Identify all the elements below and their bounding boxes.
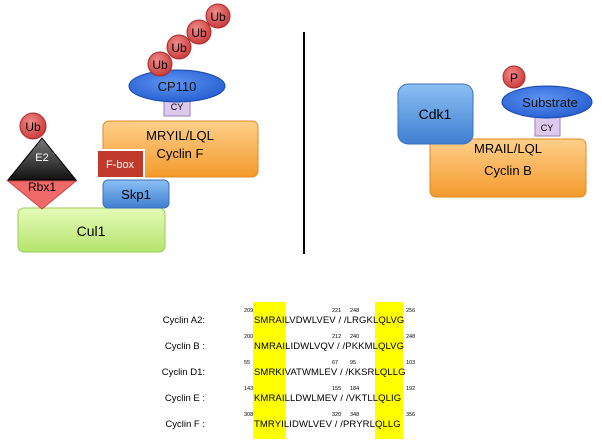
alignment-row: Cyclin A2: 209 221 248 256 SMRAILVDWLVEV… [0, 308, 602, 332]
pos-break-a: 67 [332, 360, 339, 366]
e2-label: E2 [35, 152, 48, 164]
cyclin-b-motif: MRAIL/LQL [474, 141, 542, 156]
pos-start: 209 [244, 308, 254, 314]
row-label: Cyclin F : [165, 419, 205, 430]
ub-chain-2: Ub [166, 34, 192, 60]
rbx1-label: Rbx1 [28, 180, 56, 194]
pos-break-b: 248 [350, 308, 360, 314]
cyclin-b-block: MRAIL/LQL Cyclin B [429, 138, 587, 198]
cy-label-left: CY [171, 102, 184, 112]
phospho-circle: P [502, 65, 526, 89]
highlight-lql [375, 302, 403, 439]
svg-text:Ub: Ub [171, 41, 187, 55]
ub-chain: Ub Ub Ub Ub [147, 3, 231, 77]
pos-end: 103 [406, 360, 416, 366]
substrate-label: Substrate [522, 95, 578, 110]
pos-break-a: 212 [332, 334, 342, 340]
cp110-label: CP110 [158, 79, 197, 94]
alignment-row: Cyclin B : 200 212 240 248 NMRAILIDWLVQV… [0, 334, 602, 358]
pos-break-a: 320 [332, 412, 342, 418]
ub-e2: Ub [19, 112, 47, 140]
cyclin-b-label: Cyclin B [484, 163, 532, 178]
substrate-ellipse: Substrate [501, 85, 593, 119]
highlight-mrail [253, 302, 286, 439]
ub-chain-3: Ub [186, 19, 212, 45]
pos-break-a: 155 [332, 386, 342, 392]
fbox-block: F-box [96, 149, 145, 179]
pos-break-a: 221 [332, 308, 342, 314]
row-label: Cyclin D1: [161, 367, 205, 378]
row-seq: SMRKIVATWMLEV / /KKSRLQLLG [254, 367, 406, 378]
alignment-row: Cyclin E : 143 155 184 192 KMRAILLDWLMEV… [0, 386, 602, 410]
row-seq: KMRAILLDWLMEV / /VKTLLQLIG [254, 393, 402, 404]
cdk1-label: Cdk1 [419, 106, 452, 122]
e2-triangle: E2 [6, 137, 78, 181]
cp110-ellipse: CP110 [128, 69, 226, 103]
pos-start: 143 [244, 386, 254, 392]
ub-chain-1: Ub [147, 51, 173, 77]
pos-break-b: 348 [350, 412, 360, 418]
rbx1-triangle: Rbx1 [6, 180, 78, 210]
cy-box-right: CY [534, 116, 561, 137]
skp1-block: Skp1 [102, 179, 170, 209]
pos-start: 200 [244, 334, 254, 340]
row-label: Cyclin A2: [162, 315, 205, 326]
row-seq: TMRYILIDWLVEV / /PRYRLQLLG [254, 419, 401, 430]
svg-text:Ub: Ub [210, 10, 226, 24]
row-label: Cyclin E : [164, 393, 205, 404]
phospho-label: P [510, 71, 518, 85]
cul1-block: Cul1 [17, 207, 166, 253]
pos-end: 192 [406, 386, 416, 392]
ub-chain-4: Ub [205, 3, 231, 29]
ub-e2-label: Ub [25, 120, 41, 134]
skp1-label: Skp1 [121, 187, 151, 202]
pos-end: 356 [406, 412, 416, 418]
cy-label-right: CY [541, 123, 554, 133]
fbox-label: F-box [106, 159, 135, 171]
pos-end: 248 [406, 334, 416, 340]
pos-break-b: 184 [350, 386, 360, 392]
pos-break-b: 95 [350, 360, 357, 366]
cul1-label: Cul1 [77, 223, 106, 239]
cyclin-f-label: Cyclin F [157, 146, 204, 161]
svg-text:Ub: Ub [191, 26, 207, 40]
cyclin-f-motif: MRYIL/LQL [146, 128, 214, 143]
pos-start: 308 [244, 412, 254, 418]
row-label: Cyclin B : [164, 341, 205, 352]
pos-break-b: 240 [350, 334, 360, 340]
alignment-row: Cyclin D1: 55 67 95 103 SMRKIVATWMLEV / … [0, 360, 602, 384]
row-seq: NMRAILIDWLVQV / /PKKMLQLVG [254, 341, 405, 352]
alignment-row: Cyclin F : 308 320 348 356 TMRYILIDWLVEV… [0, 412, 602, 436]
pos-end: 256 [406, 308, 416, 314]
pos-start: 55 [244, 360, 251, 366]
row-seq: SMRAILVDWLVEV / /LRGKLQLVG [254, 315, 405, 326]
cdk1-block: Cdk1 [397, 83, 474, 145]
svg-text:Ub: Ub [152, 58, 168, 72]
